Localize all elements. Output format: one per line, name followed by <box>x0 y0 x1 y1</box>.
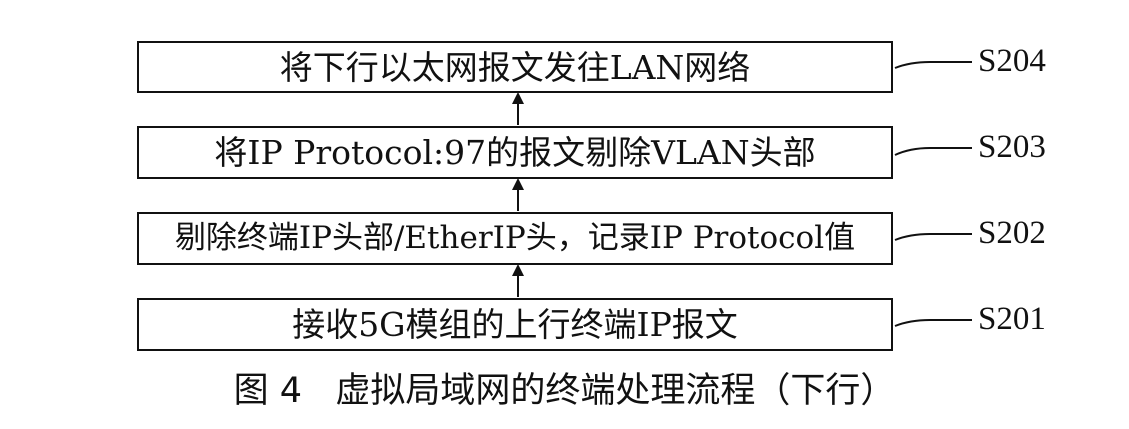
leader-line-s204 <box>894 61 972 69</box>
step-text-s203: 将IP Protocol:97的报文剔除VLAN头部 <box>214 133 816 172</box>
step-label-s201: S201 <box>978 301 1046 337</box>
step-box-s201: 接收5G模组的上行终端IP报文 <box>137 298 893 351</box>
leader-line-s203 <box>894 147 972 156</box>
leader-line-s201 <box>894 319 972 327</box>
step-label-s202: S202 <box>978 215 1046 251</box>
step-text-s201: 接收5G模组的上行终端IP报文 <box>292 305 738 344</box>
step-label-s204: S204 <box>978 43 1046 79</box>
step-text-s202: 剔除终端IP头部/EtherIP头，记录IP Protocol值 <box>174 220 856 256</box>
step-text-s204: 将下行以太网报文发往LAN网络 <box>279 47 751 87</box>
step-box-s203: 将IP Protocol:97的报文剔除VLAN头部 <box>137 126 893 179</box>
arrow-s203-to-s204 <box>512 92 524 125</box>
step-box-s204: 将下行以太网报文发往LAN网络 <box>137 41 893 93</box>
step-label-s203: S203 <box>978 129 1046 165</box>
figure-caption: 图 4 虚拟局域网的终端处理流程（下行） <box>233 371 896 411</box>
arrow-s201-to-s202 <box>512 264 524 297</box>
leader-line-s202 <box>894 233 972 241</box>
arrow-s202-to-s203 <box>512 178 524 211</box>
step-box-s202: 剔除终端IP头部/EtherIP头，记录IP Protocol值 <box>137 212 893 265</box>
